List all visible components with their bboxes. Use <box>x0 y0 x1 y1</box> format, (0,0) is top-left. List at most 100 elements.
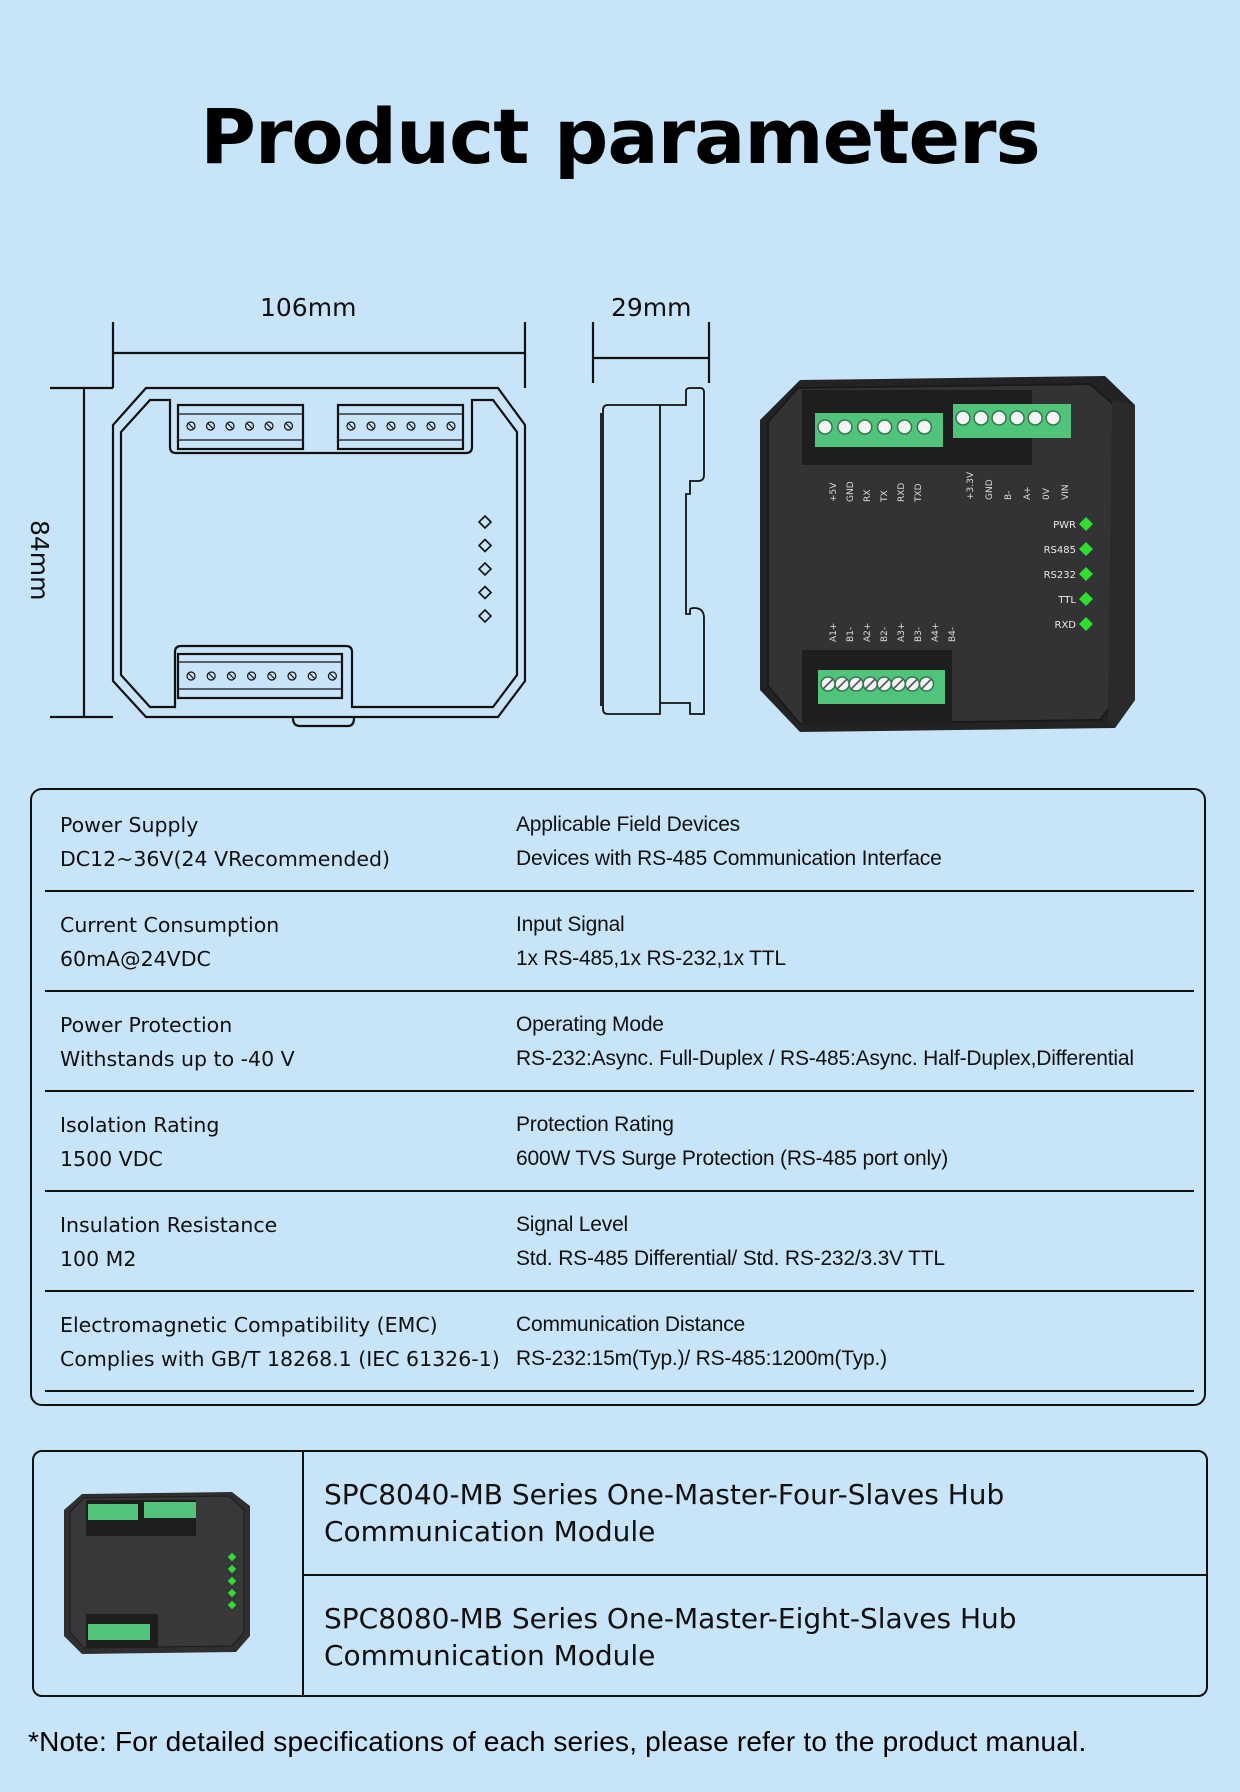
screw-icon <box>206 671 216 681</box>
screw-icon <box>186 671 196 681</box>
screw-icon <box>205 421 216 431</box>
spec-row: Current Consumption 60mA@24VDC Input Signa… <box>45 890 1194 992</box>
spec-value: 1x RS-485,1x RS-232,1x TTL <box>516 947 786 970</box>
spec-value: Std. RS-485 Differential/ Std. RS-232/3.… <box>516 1247 945 1270</box>
terminal-label: A3+ <box>897 623 907 642</box>
led-outline-icon <box>477 538 493 553</box>
terminal-screw-icon <box>991 410 1007 426</box>
spec-value: RS-232:Async. Full-Duplex / RS-485:Async… <box>516 1047 1134 1070</box>
screw-icon <box>247 671 257 681</box>
spec-row: Electromagnetic Compatibility (EMC)Compl… <box>45 1290 1194 1392</box>
screw-icon <box>186 421 196 431</box>
terminal-label: B- <box>1004 491 1014 500</box>
page-title: Product parameters <box>200 92 1041 181</box>
series-row: SPC8040-MB Series One-Master-Four-Slaves… <box>302 1452 1206 1576</box>
spec-value: 60mA@24VDC <box>60 947 211 971</box>
footnote: *Note: For detailed specifications of ea… <box>28 1726 1087 1757</box>
terminal-label: +5V <box>829 482 839 502</box>
terminal-label: A2+ <box>863 623 873 642</box>
screw-icon <box>327 671 337 681</box>
terminal-screw-icon <box>1045 410 1061 426</box>
screw-icon <box>264 421 274 431</box>
terminal-screw-icon <box>837 419 853 435</box>
spec-label: Current Consumption <box>60 913 280 937</box>
spec-cell: Input Signal 1x RS-485,1x RS-232,1x TTL <box>516 908 786 976</box>
terminal-label: B2- <box>880 627 890 642</box>
terminal-screw-icon <box>876 419 893 435</box>
series-row: SPC8080-MB Series One-Master-Eight-Slave… <box>302 1576 1206 1698</box>
led-outline-icon <box>477 514 493 530</box>
terminal-screw-icon <box>973 410 989 426</box>
screw-icon <box>366 421 376 431</box>
spec-label: Applicable Field Devices <box>516 813 740 836</box>
series-name: SPC8080-MB Series One-Master-Eight-Slave… <box>324 1602 1017 1635</box>
screw-icon <box>446 421 456 431</box>
spec-value: RS-232:15m(Typ.)/ RS-485:1200m(Typ.) <box>516 1347 887 1370</box>
screw-icon <box>287 671 297 681</box>
depth-dimension-label: 29mm <box>611 293 692 322</box>
terminal-label: A4+ <box>931 623 941 642</box>
indicator-led-icon <box>1079 617 1093 631</box>
screw-icon <box>244 421 255 431</box>
spec-label: Power Supply <box>60 813 199 837</box>
terminal-label: GND <box>846 481 856 502</box>
spec-label: Protection Rating <box>516 1113 674 1136</box>
screw-icon <box>386 421 396 431</box>
spec-value: DC12~36V(24 VRecommended) <box>60 847 391 871</box>
indicator-led-icon <box>1079 592 1093 606</box>
indicator-label: RS232 <box>1044 570 1076 581</box>
terminal-label: VIN <box>1061 484 1071 500</box>
spec-label: Power Protection <box>60 1013 233 1037</box>
screw-icon <box>307 671 317 681</box>
spec-label: Electromagnetic Compatibility (EMC) <box>60 1313 438 1337</box>
spec-label: Input Signal <box>516 913 625 936</box>
series-divider <box>302 1452 304 1695</box>
terminal-screw-icon <box>896 419 913 435</box>
spec-value: 1500 VDC <box>60 1147 163 1171</box>
indicator-led-icon <box>1079 567 1093 581</box>
terminal-label: B4- <box>948 627 958 642</box>
width-dimension-line <box>111 322 527 388</box>
screw-icon <box>283 421 294 431</box>
terminal-screw-icon <box>856 419 873 435</box>
terminal-label: A+ <box>1023 486 1033 500</box>
terminal-label: GND <box>985 479 995 500</box>
indicator-label: PWR <box>1053 520 1076 531</box>
spec-label: Operating Mode <box>516 1013 664 1036</box>
spec-value: 100 M2 <box>60 1247 137 1271</box>
front-view-outline <box>111 386 527 728</box>
screw-icon <box>267 671 277 681</box>
screw-icon <box>406 421 416 431</box>
indicator-led-icon <box>1079 542 1093 556</box>
screw-icon <box>426 421 436 431</box>
series-name-line2: Communication Module <box>324 1515 656 1548</box>
spec-cell: Current Consumption 60mA@24VDC <box>60 908 279 976</box>
series-name-line2: Communication Module <box>324 1639 656 1672</box>
terminal-label: A1+ <box>829 623 839 642</box>
screw-icon <box>226 671 236 681</box>
terminal-label: B1- <box>846 627 856 642</box>
terminal-screw-icon <box>817 419 833 435</box>
spec-label: Signal Level <box>516 1213 629 1236</box>
device-thumbnail <box>64 1492 250 1654</box>
spec-label: Communication Distance <box>516 1313 746 1336</box>
led-outline-icon <box>477 585 493 600</box>
indicator-label: TTL <box>1057 595 1076 606</box>
screw-icon <box>225 421 235 431</box>
terminal-label: +3.3V <box>966 471 976 500</box>
depth-dimension-line <box>591 322 711 383</box>
series-name: SPC8040-MB Series One-Master-Four-Slaves… <box>324 1478 1005 1511</box>
terminal-screw-icon <box>916 419 933 435</box>
